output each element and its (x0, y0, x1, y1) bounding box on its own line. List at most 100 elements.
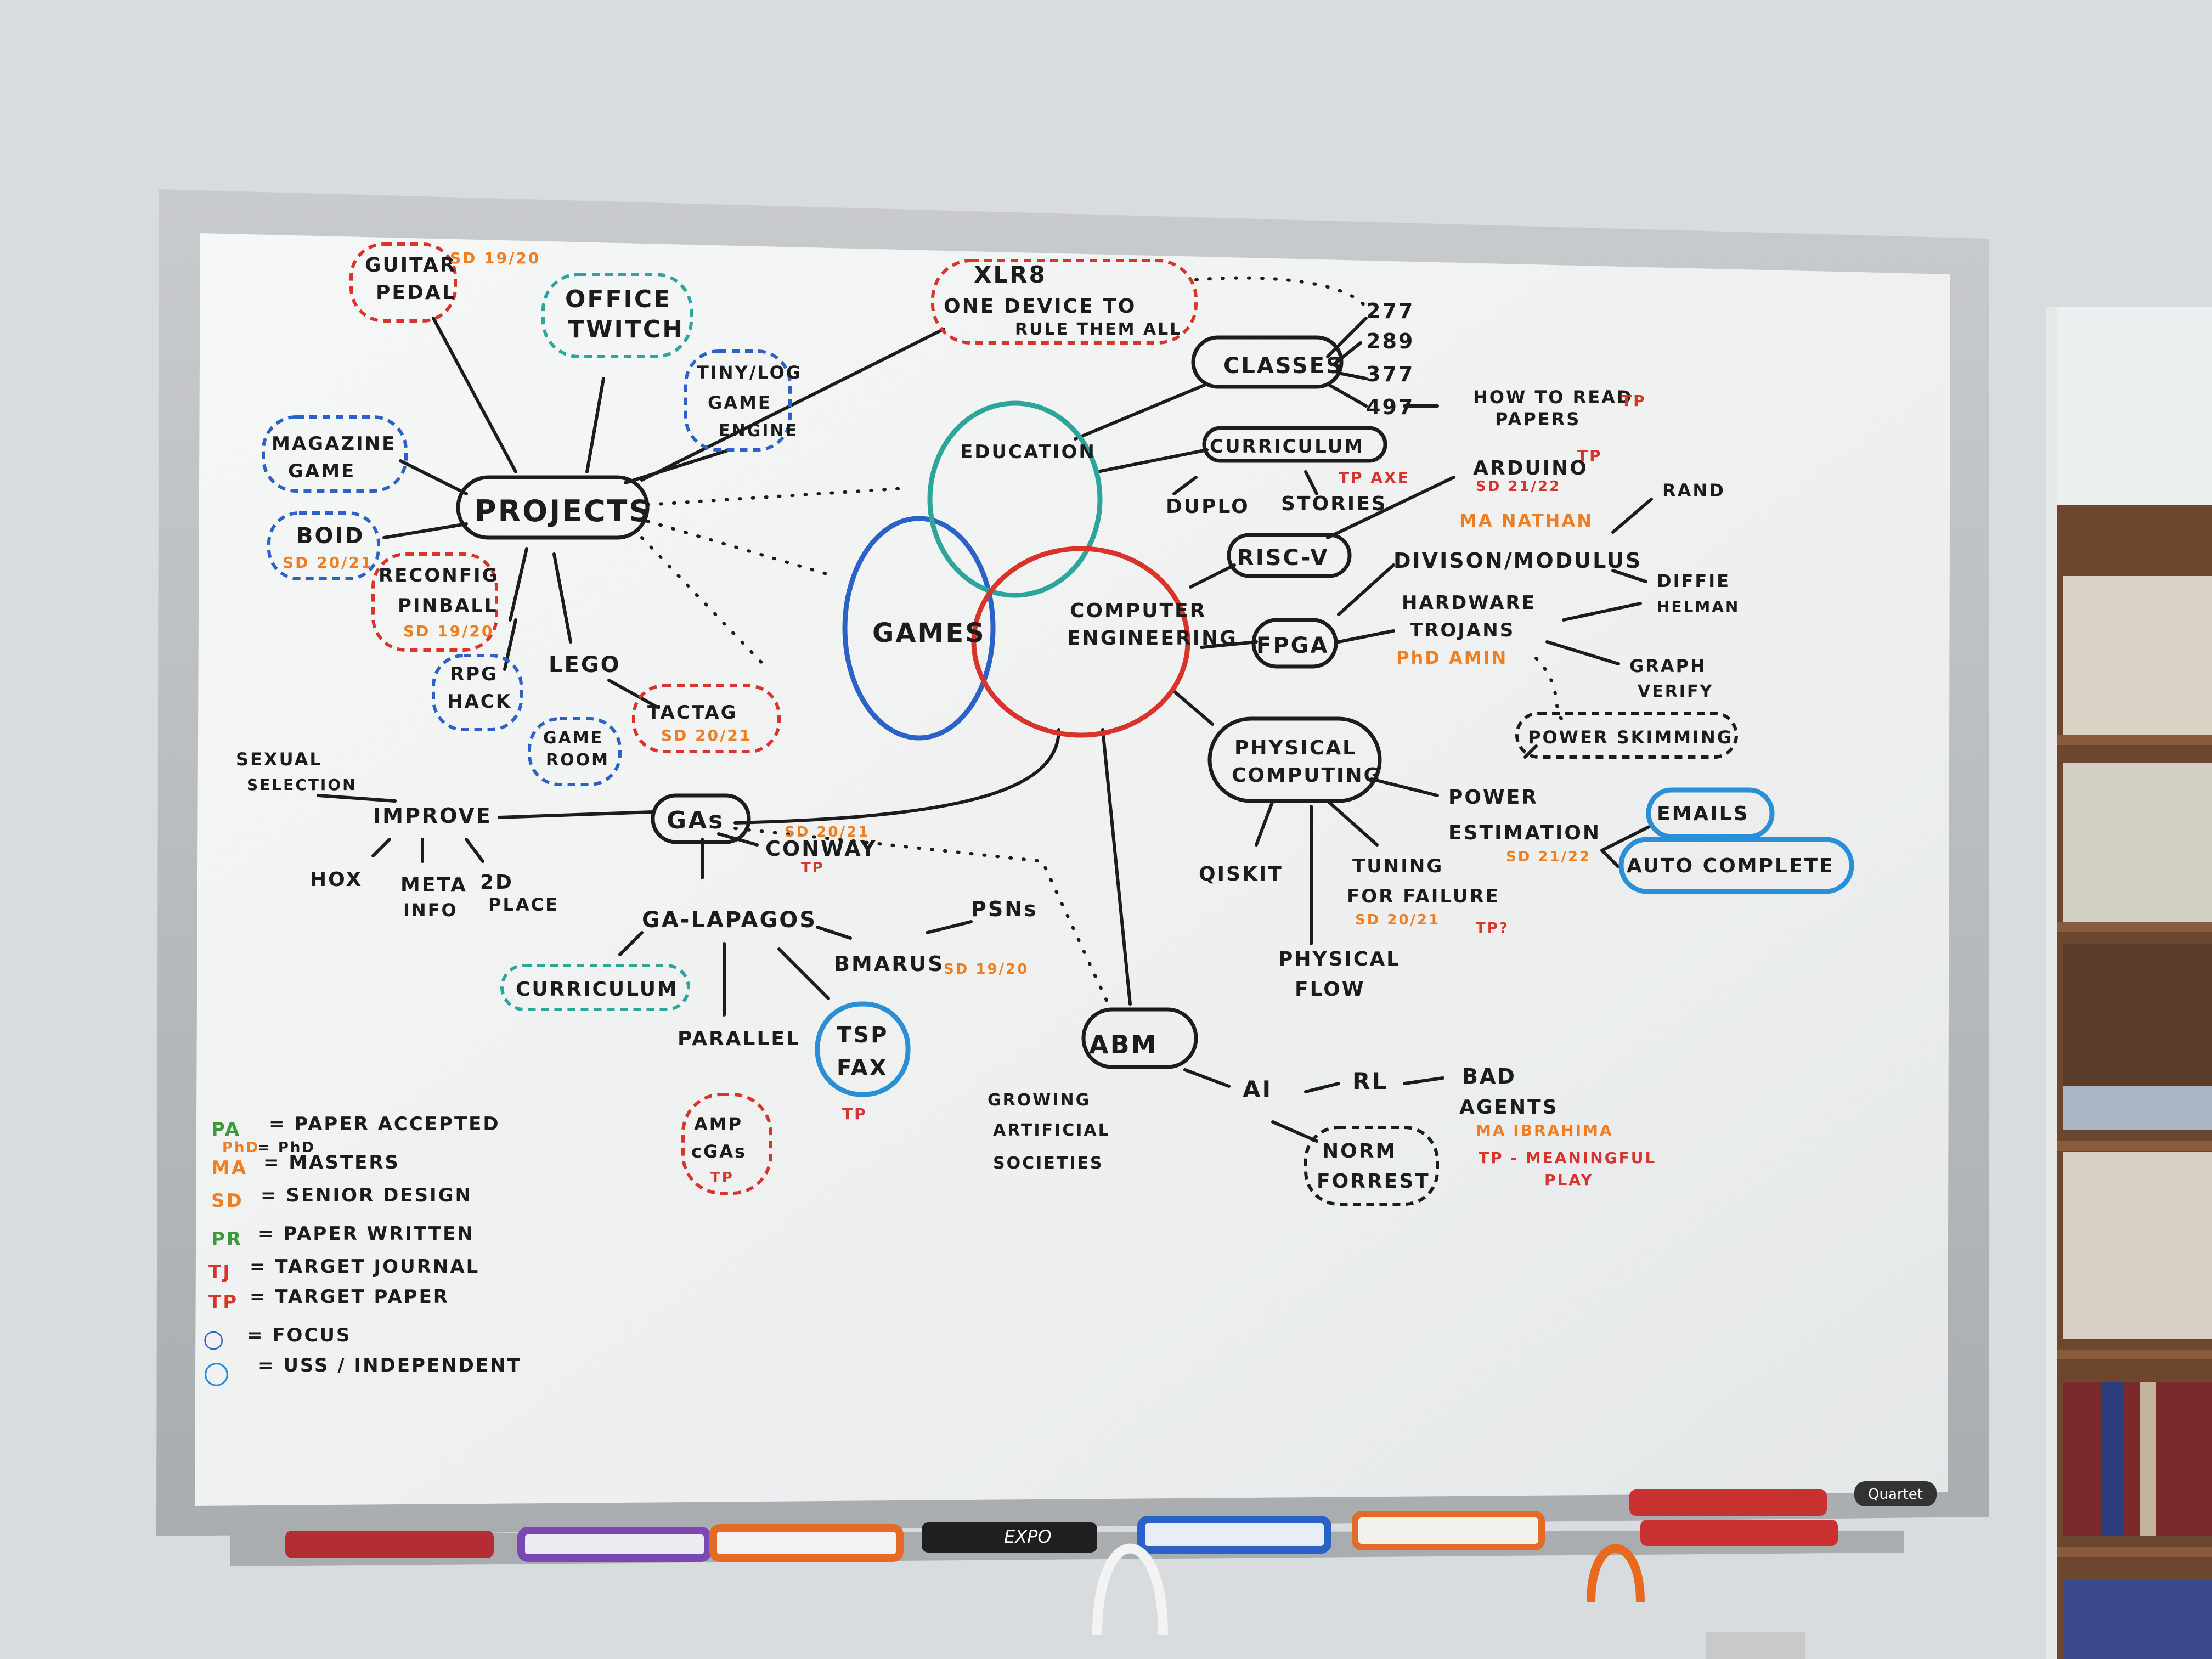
legend-text: = USS / INDEPENDENT (258, 1355, 522, 1376)
legend-text: = MASTERS (263, 1152, 400, 1173)
games-label: GAMES (872, 618, 986, 648)
tuning-tag: SD 20/21 (1355, 912, 1440, 928)
guitar-tag: SD 19/20 (450, 249, 540, 267)
fax-label: FAX (837, 1056, 888, 1081)
bad-label: BAD (1462, 1064, 1516, 1088)
marker-red-2[interactable] (1629, 1489, 1827, 1516)
uss-outlines (815, 787, 1854, 1097)
dotted-links (640, 276, 1571, 1006)
marker-black[interactable] (922, 1522, 1097, 1553)
tactag-label: TACTAG (647, 702, 738, 724)
marker-orange-2[interactable] (1352, 1511, 1545, 1550)
power-est-tag: SD 21/22 (1506, 849, 1591, 865)
curriculum-label: CURRICULUM (1210, 436, 1364, 458)
power-skim-label: POWER SKIMMING (1528, 727, 1733, 748)
division-label: DIVISON/MODULUS (1393, 549, 1642, 573)
ma-nathan: MA NATHAN (1459, 510, 1593, 531)
parallel-label: PARALLEL (678, 1028, 800, 1050)
orange-cord (1587, 1544, 1645, 1602)
gas-labels: GAs IMPROVE SEXUAL SELECTION HOX META IN… (236, 749, 1036, 1186)
rl-label: RL (1352, 1068, 1388, 1094)
marker-red[interactable] (285, 1531, 494, 1558)
pinball-tag: SD 19/20 (403, 622, 494, 640)
guitar-label: GUITAR (365, 254, 457, 276)
projects-hub: PROJECTS (475, 494, 652, 528)
estimation-label: ESTIMATION (1448, 822, 1601, 844)
class-289: 289 (1366, 329, 1414, 353)
riscv-label: RISC-V (1237, 545, 1329, 571)
amp-tag: TP (710, 1170, 734, 1186)
marker-tray: Quartet EXPO (230, 1481, 1937, 1635)
class-377: 377 (1366, 362, 1414, 386)
bmarus-tag: SD 19/20 (944, 961, 1029, 978)
power-label: POWER (1448, 786, 1538, 809)
galapagos-label: GA-LAPAGOS (642, 907, 817, 933)
legend-row: ○ = USS / INDEPENDENT (203, 1355, 522, 1390)
center-labels: GAMES EDUCATION COMPUTER ENGINEERING (872, 441, 1236, 650)
education-label: EDUCATION (960, 441, 1096, 463)
tray-brand: Quartet (1868, 1486, 1923, 1503)
legend-text: = PAPER WRITTEN (258, 1223, 475, 1245)
legend-text: = SENIOR DESIGN (261, 1184, 472, 1206)
dashed-outlines (262, 242, 1738, 1206)
legend-code: TJ (208, 1261, 232, 1283)
legend-code: PA (211, 1119, 241, 1141)
meta-label: META (400, 874, 467, 896)
pedal-label: PEDAL (376, 281, 456, 304)
ai-label: AI (1243, 1076, 1272, 1103)
legend: PA = PAPER ACCEPTED PhD = PhD MA = MASTE… (203, 1113, 522, 1390)
solid-outlines (456, 335, 1387, 1069)
tiny-label: TINY/LOG (697, 362, 802, 383)
artificial-label: ARTIFICIAL (993, 1121, 1110, 1140)
improve-label: IMPROVE (373, 804, 492, 828)
legend-text: = FOCUS (247, 1324, 352, 1346)
outlet (1706, 1632, 1805, 1659)
office-label: OFFICE (565, 285, 672, 313)
ma-ibrahima: MA IBRAHIMA (1476, 1121, 1613, 1139)
agents-label: AGENTS (1459, 1096, 1559, 1119)
gameroom-room: ROOM (546, 751, 610, 770)
physflow-label: PHYSICAL (1278, 948, 1401, 970)
stories-label: STORIES (1281, 493, 1387, 515)
rand-label: RAND (1662, 480, 1725, 501)
tsp-tag: TP (842, 1105, 867, 1123)
arduino-sd: SD 21/22 (1476, 478, 1561, 495)
magazine-game: GAME (288, 460, 356, 482)
forrest-label: FORREST (1317, 1170, 1430, 1193)
abm-labels: ABM GROWING ARTIFICIAL SOCIETIES AI RL B… (988, 1030, 1655, 1193)
graph-label: GRAPH (1629, 656, 1707, 676)
selection-label: SELECTION (247, 776, 357, 794)
legend-row: PR = PAPER WRITTEN (211, 1223, 475, 1250)
cgas-label: cGAs (691, 1141, 747, 1162)
tiny-engine: ENGINE (719, 421, 798, 441)
legend-code: ○ (203, 1355, 232, 1390)
classes-label: CLASSES (1223, 353, 1344, 379)
marker-purple[interactable] (517, 1527, 712, 1562)
tuning-label: TUNING (1352, 855, 1443, 877)
marker-red-3[interactable] (1640, 1520, 1838, 1546)
growing-label: GROWING (988, 1091, 1091, 1110)
legend-row: ○ = FOCUS (203, 1324, 352, 1353)
flow-label: FLOW (1295, 978, 1365, 1001)
gas-curriculum: CURRICULUM (516, 978, 679, 1001)
place-label: PLACE (488, 894, 559, 915)
legend-text: = PAPER ACCEPTED (269, 1113, 500, 1135)
marker-blue[interactable] (1137, 1516, 1331, 1554)
marker-orange[interactable] (709, 1524, 904, 1562)
tsp-label: TSP (837, 1023, 888, 1048)
fpga-label: FPGA (1256, 633, 1329, 658)
class-277: 277 (1366, 299, 1414, 323)
venn-diagram (842, 400, 1190, 741)
tp-play: PLAY (1544, 1171, 1594, 1189)
projects-labels: PROJECTS GUITAR PEDAL SD 19/20 OFFICE TW… (272, 249, 1180, 770)
legend-code: MA (211, 1157, 247, 1179)
howto-label: HOW TO READ (1473, 387, 1633, 408)
societies-label: SOCIETIES (993, 1154, 1104, 1173)
bookshelf (2046, 307, 2212, 1659)
legend-text: = PhD (258, 1139, 315, 1156)
conway-tp: TP (801, 860, 825, 876)
papers-label: PAPERS (1495, 409, 1581, 430)
bmarus-label: BMARUS (834, 952, 945, 976)
legend-row: SD = SENIOR DESIGN (211, 1184, 472, 1212)
arduino-tag: TP (1577, 447, 1602, 465)
